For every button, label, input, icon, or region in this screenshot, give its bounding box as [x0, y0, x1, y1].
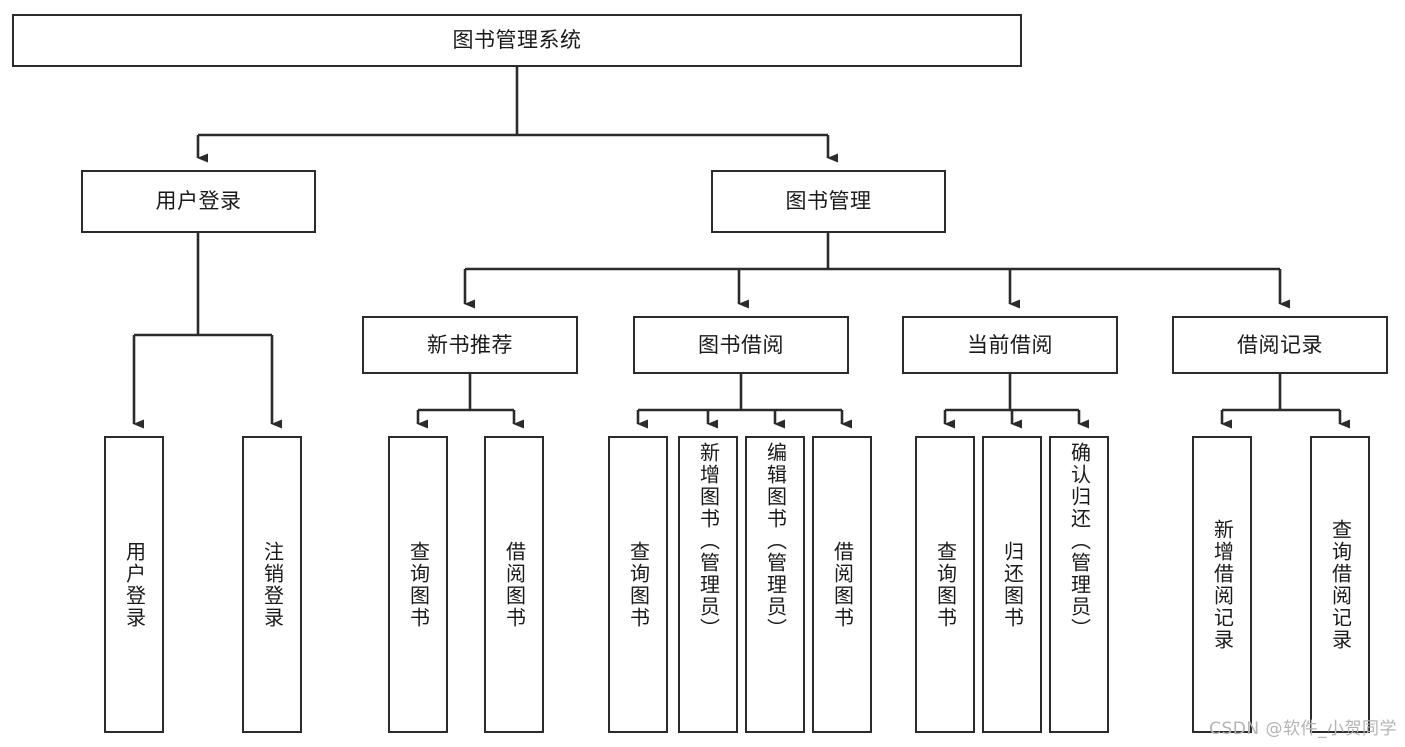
leaf-node[interactable]: 查询借阅记录 — [1310, 436, 1370, 733]
leaf-node[interactable]: 查询图书 — [608, 436, 668, 733]
node-label: 新增图书（管理员） — [696, 442, 721, 640]
level2-node[interactable]: 用户登录 — [81, 170, 316, 233]
level3-node[interactable]: 借阅记录 — [1172, 316, 1388, 374]
node-label: 用户登录 — [155, 189, 242, 214]
node-label: 新书推荐 — [427, 332, 513, 357]
leaf-node[interactable]: 新增借阅记录 — [1192, 436, 1252, 733]
leaf-node[interactable]: 查询图书 — [915, 436, 975, 733]
node-label: 当前借阅 — [967, 332, 1053, 357]
level3-node[interactable]: 新书推荐 — [362, 316, 578, 374]
node-label: 借阅图书 — [830, 540, 855, 629]
node-label: 确认归还（管理员） — [1067, 442, 1092, 640]
node-label: 归还图书 — [1000, 540, 1025, 629]
leaf-node[interactable]: 归还图书 — [982, 436, 1042, 733]
level3-node[interactable]: 图书借阅 — [633, 316, 849, 374]
level2-node[interactable]: 图书管理 — [711, 170, 946, 233]
csdn-watermark: CSDN @软件_小贺同学 — [1209, 719, 1397, 739]
leaf-node[interactable]: 新增图书（管理员） — [678, 436, 738, 733]
root-node[interactable]: 图书管理系统 — [12, 14, 1022, 67]
leaf-node[interactable]: 借阅图书 — [484, 436, 544, 733]
leaf-node[interactable]: 确认归还（管理员） — [1049, 436, 1109, 733]
node-label: 新增借阅记录 — [1210, 518, 1235, 651]
node-label: 查询图书 — [406, 540, 431, 629]
node-label: 注销登录 — [260, 540, 285, 629]
node-label: 用户登录 — [122, 540, 147, 629]
leaf-node[interactable]: 编辑图书（管理员） — [745, 436, 805, 733]
leaf-node[interactable]: 用户登录 — [104, 436, 164, 733]
node-label: 编辑图书（管理员） — [763, 442, 788, 640]
node-label: 图书管理系统 — [452, 28, 582, 53]
node-label: 借阅图书 — [502, 540, 527, 629]
node-label: 查询借阅记录 — [1328, 518, 1353, 651]
node-label: 查询图书 — [626, 540, 651, 629]
level3-node[interactable]: 当前借阅 — [902, 316, 1118, 374]
leaf-node[interactable]: 注销登录 — [242, 436, 302, 733]
node-label: 图书借阅 — [698, 332, 784, 357]
leaf-node[interactable]: 查询图书 — [388, 436, 448, 733]
leaf-node[interactable]: 借阅图书 — [812, 436, 872, 733]
node-label: 图书管理 — [785, 189, 872, 214]
node-label: 借阅记录 — [1237, 332, 1323, 357]
node-label: 查询图书 — [933, 540, 958, 629]
